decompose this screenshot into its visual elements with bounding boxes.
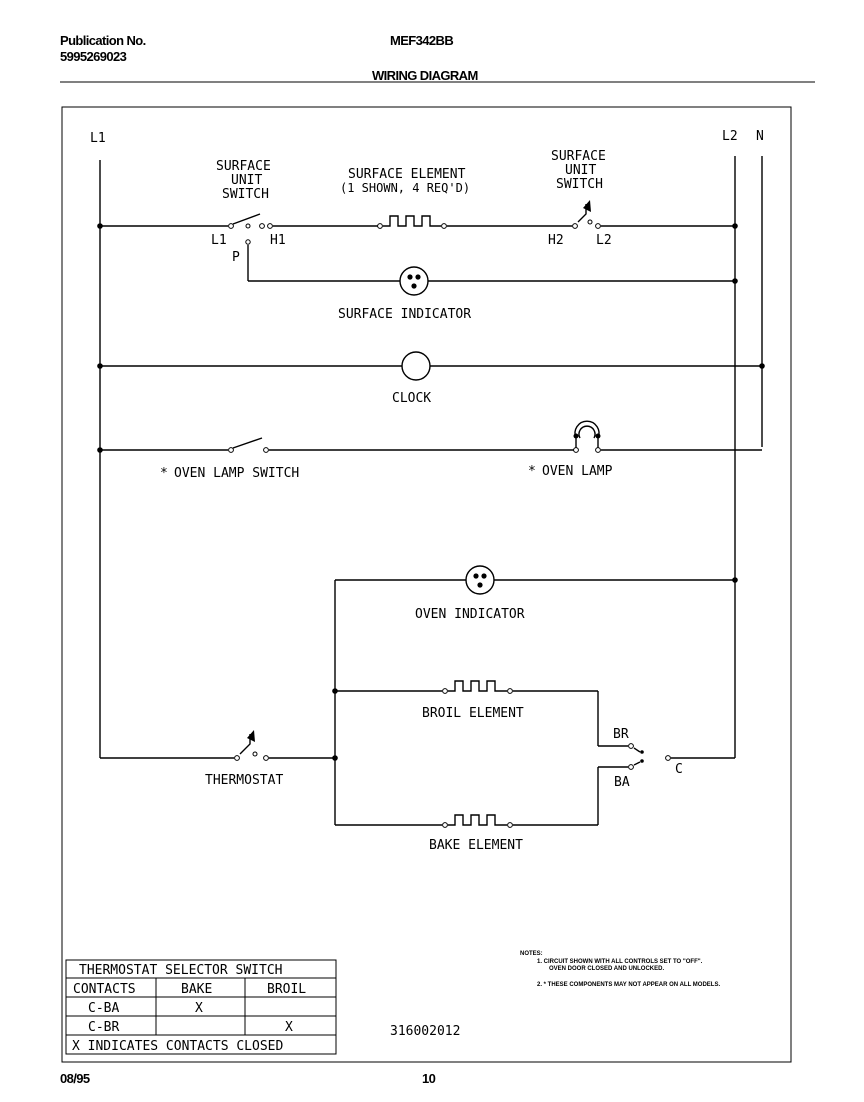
surface-switch-right-line1: SURFACE	[551, 149, 606, 164]
selector-table-title: THERMOSTAT SELECTOR SWITCH	[79, 963, 283, 978]
c-terminal	[665, 755, 671, 761]
note-1-line-1: 1. CIRCUIT SHOWN WITH ALL CONTROLS SET T…	[537, 959, 703, 965]
publication-number: 5995269023	[60, 49, 127, 64]
surface-switch-blade	[232, 213, 261, 225]
surface-element-label: SURFACE ELEMENT	[348, 167, 466, 182]
selector-table-header-contacts: CONTACTS	[73, 982, 136, 997]
oven-lamp-label: OVEN LAMP	[542, 464, 613, 479]
broil-element-label: BROIL ELEMENT	[422, 706, 524, 721]
terminal-l1-label: L1	[211, 233, 227, 248]
oven-lamp-asterisk: *	[528, 464, 536, 479]
l2-label: L2	[722, 129, 738, 144]
ba-label: BA	[614, 775, 630, 790]
clock-motor	[401, 351, 431, 381]
footer-date: 08/95	[60, 1071, 90, 1086]
l2-terminal	[595, 223, 601, 229]
junction-dots	[97, 223, 765, 761]
bake-element-label: BAKE ELEMENT	[429, 838, 523, 853]
terminal-h1-label: H1	[270, 233, 286, 248]
terminal-h2-label: H2	[548, 233, 564, 248]
part-number: 316002012	[390, 1024, 460, 1039]
note-1-line-2: OVEN DOOR CLOSED AND UNLOCKED.	[549, 966, 664, 972]
model-number: MEF342BB	[390, 33, 454, 48]
terminal-l2-label: L2	[596, 233, 612, 248]
surface-switch-right-line2: UNIT	[565, 163, 596, 178]
terminal-p-label: P	[232, 250, 240, 265]
surface-switch-left-line2: UNIT	[231, 173, 262, 188]
thermostat-label: THERMOSTAT	[205, 773, 283, 788]
surface-element-qty: (1 SHOWN, 4 REQ'D)	[340, 181, 470, 195]
ba-terminal	[628, 764, 634, 770]
l1-label: L1	[90, 131, 106, 146]
br-terminal	[628, 743, 634, 749]
surface-indicator-label: SURFACE INDICATOR	[338, 307, 471, 322]
bake-element-coil	[448, 814, 507, 826]
selector-table-cell: C-BA	[88, 1001, 119, 1016]
oven-lamp-bulb	[574, 420, 600, 439]
oven-lamp-switch-label: OVEN LAMP SWITCH	[174, 466, 299, 481]
surface-element-coil	[383, 215, 441, 227]
c-label: C	[675, 762, 683, 777]
l1-terminal	[228, 223, 234, 229]
page-title: WIRING DIAGRAM	[372, 68, 478, 83]
oven-lamp-switch-blade	[232, 437, 263, 449]
selector-table: THERMOSTAT SELECTOR SWITCH CONTACTS BAKE…	[65, 959, 337, 1055]
oven-indicator-lamp	[465, 565, 495, 595]
h2-terminal	[572, 223, 578, 229]
broil-element-coil	[448, 680, 507, 692]
oven-lamp-switch-asterisk: *	[160, 466, 168, 481]
h1-terminal	[267, 223, 273, 229]
selector-table-cell: C-BR	[88, 1020, 119, 1035]
oven-indicator-label: OVEN INDICATOR	[415, 607, 525, 622]
surface-switch-left-line3: SWITCH	[222, 187, 269, 202]
surface-indicator-lamp	[399, 266, 429, 296]
notes-heading: NOTES:	[520, 951, 543, 957]
diagram-frame	[61, 106, 792, 1063]
clock-label: CLOCK	[392, 391, 431, 406]
selector-table-cell: X	[195, 1001, 203, 1016]
n-label: N	[756, 129, 764, 144]
note-2: 2. * THESE COMPONENTS MAY NOT APPEAR ON …	[537, 982, 720, 988]
selector-table-cell: X	[285, 1020, 293, 1035]
publication-label: Publication No.	[60, 33, 146, 48]
selector-table-footer: X INDICATES CONTACTS CLOSED	[72, 1039, 283, 1054]
br-label: BR	[613, 727, 629, 742]
surface-switch-left-line1: SURFACE	[216, 159, 271, 174]
selector-table-header-bake: BAKE	[181, 982, 212, 997]
selector-table-header-broil: BROIL	[267, 982, 306, 997]
surface-switch-right-line3: SWITCH	[556, 177, 603, 192]
page-number: 10	[422, 1071, 436, 1086]
